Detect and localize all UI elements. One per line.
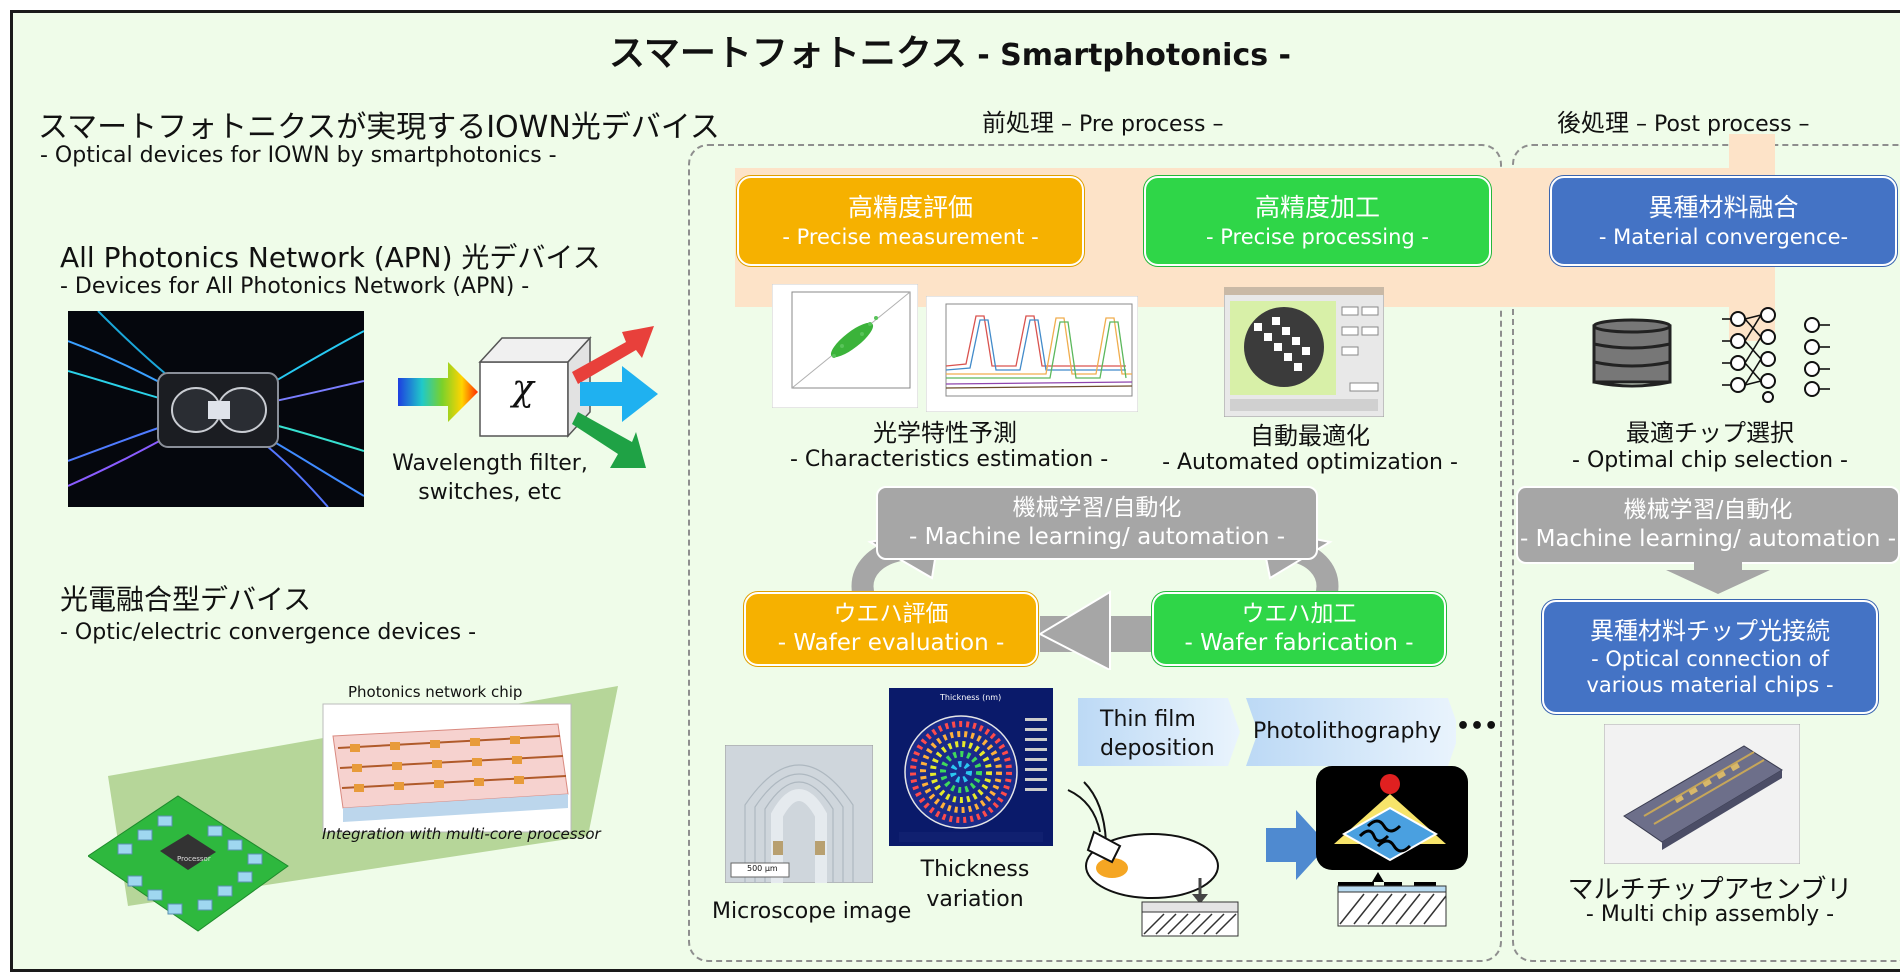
multi-chip-en: - Multi chip assembly - (1585, 902, 1835, 927)
post-header-jp: 後処理 (1557, 109, 1629, 137)
oe-heading-en: - Optic/electric convergence devices - (60, 620, 477, 645)
optical-connection-en2: various material chips - (1586, 673, 1834, 697)
wafer-evaluation-box: ウエハ評価 - Wafer evaluation - (744, 592, 1038, 666)
switch-cube (478, 336, 592, 438)
thin-film-chevron (1078, 698, 1240, 766)
integration-label: Integration with multi-core processor (322, 825, 601, 843)
pre-process-region (688, 144, 1502, 962)
multi-chip-jp: マルチチップアセンブリ (1567, 875, 1853, 905)
precise-measurement-jp: 高精度評価 (847, 193, 973, 223)
optical-connection-en1: - Optical connection of (1591, 646, 1829, 671)
thickness-map-title: Thickness (nm) (940, 693, 1002, 702)
pre-header-jp: 前処理 (982, 109, 1054, 137)
precise-processing-jp: 高精度加工 (1254, 193, 1380, 223)
optical-connection-box: 異種材料チップ光接続 - Optical connection of vario… (1542, 600, 1878, 714)
ml-automation-box-pre: 機械学習/自動化 - Machine learning/ automation … (876, 486, 1318, 560)
optoelectronic-package-image (88, 686, 618, 932)
continuation-dots: ••• (1456, 714, 1499, 739)
wafer-fabrication-en: - Wafer fabrication - (1184, 630, 1414, 656)
photonic-chip-array (332, 723, 569, 822)
precise-processing-en: - Precise processing - (1206, 224, 1429, 249)
char-estimation-jp: 光学特性予測 (873, 419, 1017, 447)
processor-label: Processor (177, 855, 211, 863)
photolithography-illustration (1316, 766, 1468, 927)
filter-label-line2: switches, etc (418, 480, 562, 505)
deposition-illustration (1067, 781, 1239, 937)
material-convergence-jp: 異種材料融合 (1648, 193, 1799, 223)
chip-selection-jp: 最適チップ選択 (1626, 419, 1794, 447)
precise-measurement-en: - Precise measurement - (782, 224, 1039, 249)
pre-header-en: – Pre process – (1054, 112, 1224, 137)
input-arrow (398, 362, 478, 422)
title-jp: スマートフォトニクス (609, 33, 967, 74)
thin-film-label: Thin film deposition (1100, 705, 1215, 763)
thin-film-line1: Thin film (1100, 707, 1196, 732)
apn-heading-en: - Devices for All Photonics Network (APN… (60, 274, 530, 299)
output-arrow-red (572, 326, 654, 384)
iown-heading-jp: スマートフォトニクスが実現するIOWN光デバイス (38, 110, 720, 145)
thickness-label: Thickness variation (900, 855, 1050, 915)
auto-optimization-jp: 自動最適化 (1250, 422, 1370, 450)
precise-processing-box: 高精度加工 - Precise processing - (1144, 176, 1491, 266)
down-arrow (1666, 560, 1770, 594)
material-convergence-box: 異種材料融合 - Material convergence- (1550, 176, 1897, 266)
iown-heading-en: - Optical devices for IOWN by smartphoto… (40, 143, 557, 168)
photonics-chip-label: Photonics network chip (348, 683, 523, 701)
optimization-gui-thumbnail (1224, 287, 1384, 417)
multi-chip-assembly-image (1604, 724, 1800, 864)
database-icon (1592, 318, 1672, 388)
auto-optimization-en: - Automated optimization - (1162, 450, 1458, 475)
apn-device-image (68, 311, 364, 507)
chip-selection-en: - Optimal chip selection - (1572, 448, 1848, 473)
wafer-evaluation-en: - Wafer evaluation - (777, 630, 1005, 656)
oe-heading-jp: 光電融合型デバイス (60, 583, 312, 616)
blue-process-arrow (1266, 810, 1328, 880)
wafer-fabrication-box: ウエハ加工 - Wafer fabrication - (1152, 592, 1446, 666)
photolith-chevron (1246, 698, 1456, 766)
photolithography-label: Photolithography (1253, 719, 1442, 744)
neural-network-icon (1722, 307, 1830, 403)
process-chevrons (1078, 698, 1456, 766)
scale-bar-label: 500 μm (747, 864, 778, 873)
material-convergence-en: - Material convergence- (1598, 224, 1849, 249)
wavelength-filter-label: Wavelength filter, switches, etc (380, 449, 600, 507)
microscope-image (725, 745, 873, 883)
thickness-line1: Thickness (920, 857, 1030, 882)
precise-measurement-box: 高精度評価 - Precise measurement - (737, 176, 1084, 266)
microscope-label: Microscope image (712, 899, 912, 924)
title-en: - Smartphotonics - (966, 38, 1291, 73)
thickness-map (889, 688, 1053, 846)
output-arrow-blue (580, 366, 658, 422)
ml-automation-pre-jp: 機械学習/自動化 (1012, 495, 1182, 522)
scatter-plot-thumbnail (772, 284, 918, 408)
green-pcb (88, 795, 289, 932)
thin-film-line2: deposition (1100, 736, 1215, 761)
wavelength-switch-graphic (398, 326, 658, 468)
ml-automation-post-jp: 機械学習/自動化 (1623, 497, 1793, 524)
filter-label-line1: Wavelength filter, (392, 451, 588, 476)
wafer-evaluation-jp: ウエハ評価 (833, 601, 949, 628)
post-process-region (1512, 144, 1900, 962)
ml-automation-pre-en: - Machine learning/ automation - (908, 524, 1286, 550)
apn-heading-jp: All Photonics Network (APN) 光デバイス (60, 241, 601, 274)
optical-connection-jp: 異種材料チップ光接続 (1590, 616, 1830, 645)
ml-automation-box-post: 機械学習/自動化 - Machine learning/ automation … (1516, 486, 1900, 564)
post-process-header: 後処理 – Post process – (1557, 103, 1810, 138)
thickness-line2: variation (926, 887, 1024, 912)
page-title: スマートフォトニクス - Smartphotonics - (0, 24, 1900, 76)
post-header-en: – Post process – (1629, 112, 1810, 137)
pre-process-header: 前処理 – Pre process – (982, 103, 1224, 138)
chi-symbol: χ (512, 368, 534, 409)
spectrum-plot-thumbnail (926, 296, 1138, 412)
output-arrow-green (572, 412, 646, 468)
ml-automation-post-en: - Machine learning/ automation - (1519, 526, 1897, 552)
wafer-fabrication-jp: ウエハ加工 (1241, 601, 1357, 628)
char-estimation-en: - Characteristics estimation - (790, 447, 1109, 472)
